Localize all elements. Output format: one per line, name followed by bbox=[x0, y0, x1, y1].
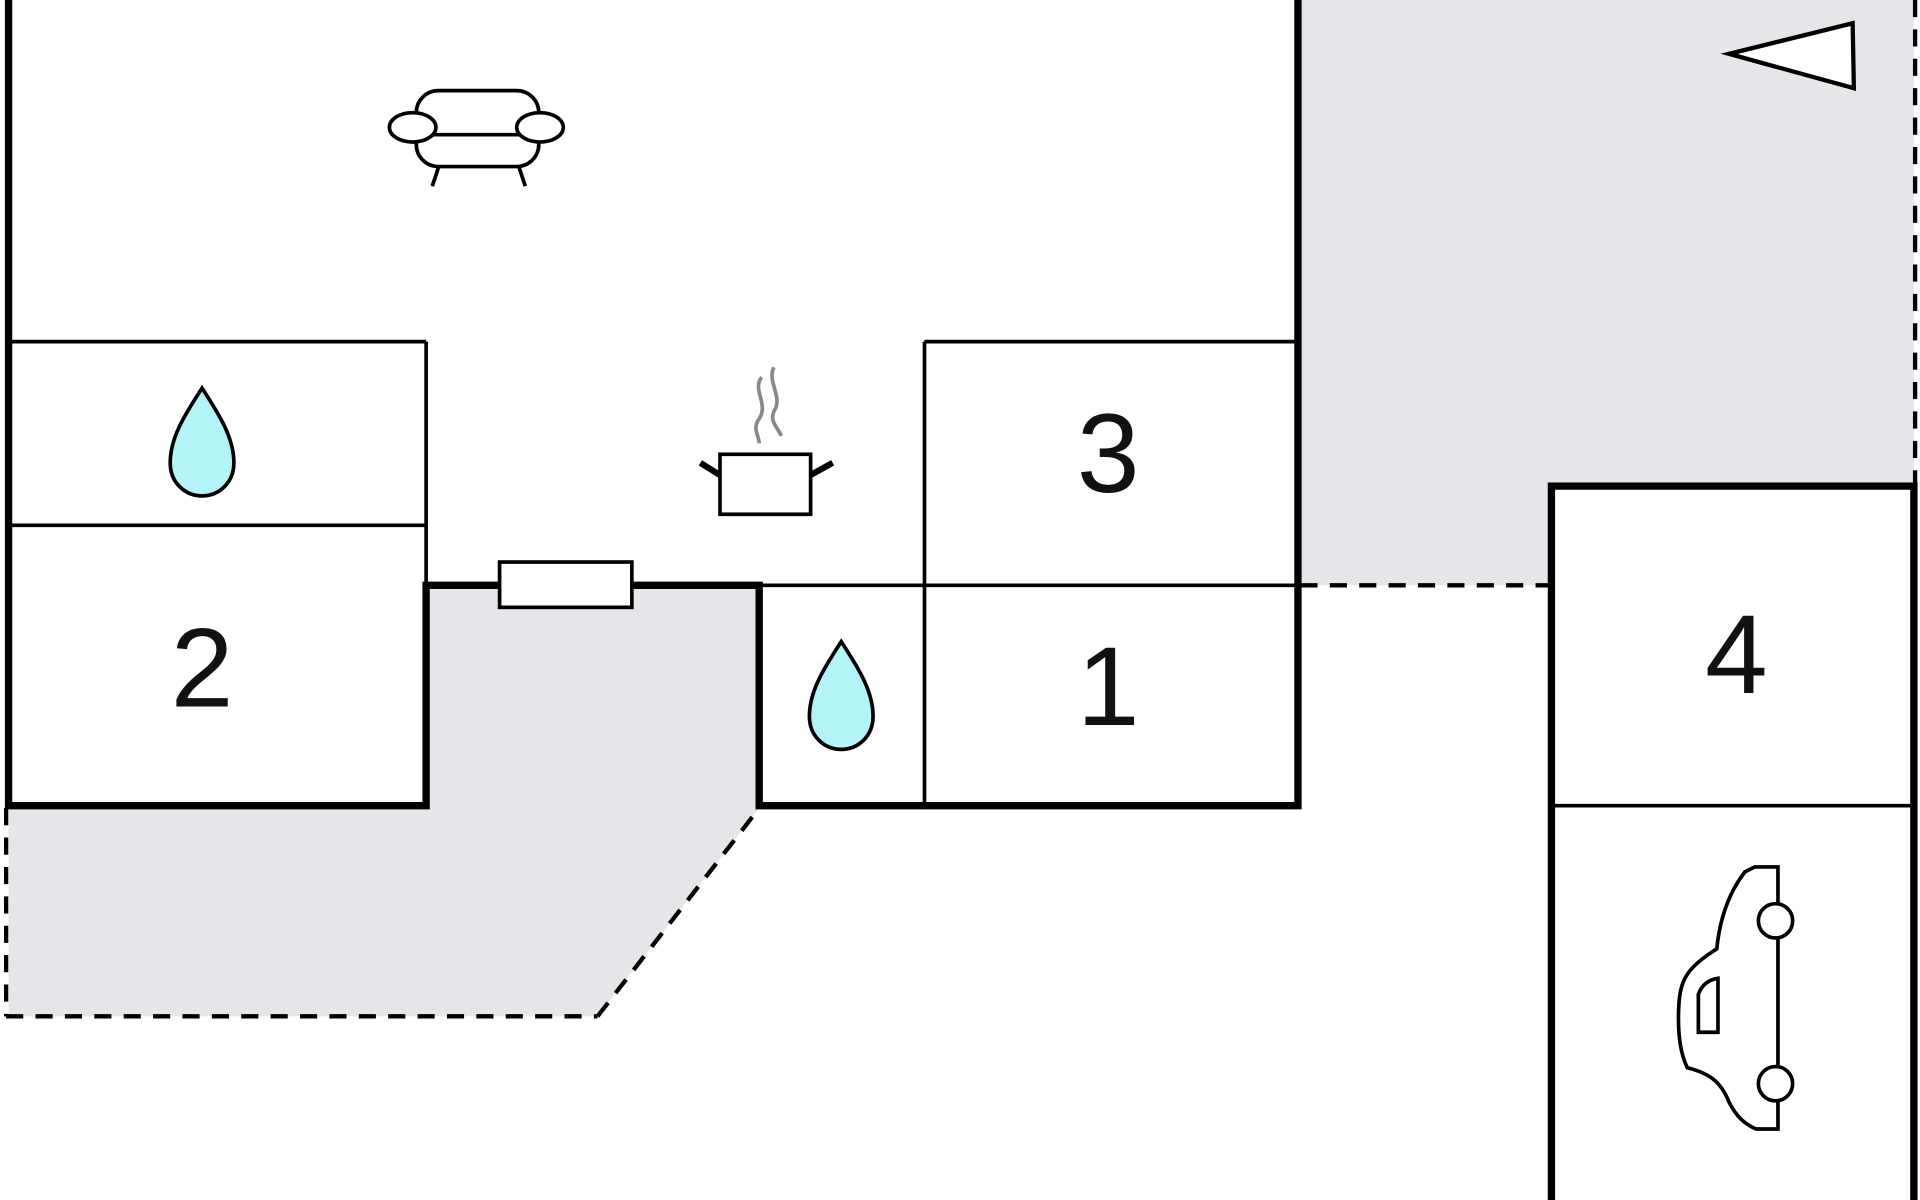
car-icon bbox=[1676, 865, 1795, 1131]
room-label-2: 2 bbox=[171, 605, 234, 731]
water-drop-icon bbox=[807, 638, 875, 752]
window-icon bbox=[497, 560, 634, 610]
terrace-bottom-left bbox=[8, 585, 760, 1017]
dashed-boundaries bbox=[3, 0, 1918, 1019]
north-arrow-icon bbox=[1720, 20, 1857, 91]
room-label-1: 1 bbox=[1077, 623, 1140, 749]
room-label-3: 3 bbox=[1077, 390, 1140, 516]
interior-walls bbox=[8, 339, 1914, 808]
sofa-icon bbox=[387, 88, 566, 187]
cooking-pot-icon bbox=[698, 366, 835, 517]
terrace-top-right bbox=[1300, 0, 1914, 586]
room-label-4: 4 bbox=[1705, 591, 1768, 717]
water-drop-icon bbox=[168, 384, 236, 498]
